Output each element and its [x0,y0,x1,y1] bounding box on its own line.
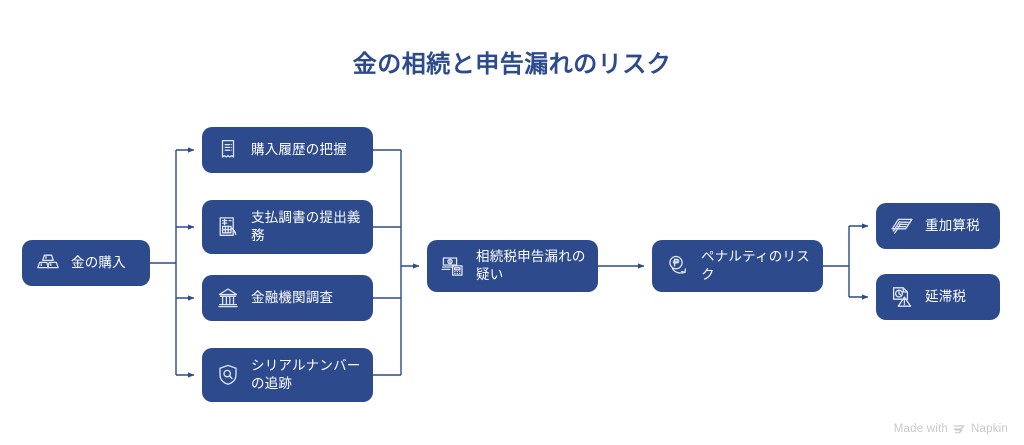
document-stack-icon [889,213,915,239]
receipt-icon [215,137,241,163]
node-financial-institution[interactable]: 金融機関調査 [202,275,373,321]
node-payment-record[interactable]: 支払調書の提出義務 [202,200,373,254]
document-clock-warning-icon [889,284,915,310]
node-penalty-risk[interactable]: ペナルティのリスク [652,240,823,292]
node-tax-suspicion[interactable]: 相続税申告漏れの疑い [427,240,598,292]
node-label: 金融機関調査 [251,290,334,306]
node-gold-purchase[interactable]: 金の購入 [22,240,150,286]
node-label: 金の購入 [71,255,126,271]
node-label: 相続税申告漏れの疑い [476,249,586,282]
watermark-brand: Napkin [971,423,1008,435]
node-label: 重加算税 [925,218,980,234]
penalty-decline-icon [665,253,691,279]
node-label: ペナルティのリスク [701,249,810,282]
node-label: 購入履歴の把握 [251,142,347,158]
node-delinquent-tax[interactable]: 延滞税 [876,274,1000,320]
calculator-money-icon [440,253,466,279]
bank-icon [215,285,241,311]
gold-bars-icon [35,250,61,276]
watermark-prefix: Made with [893,423,948,435]
node-purchase-history[interactable]: 購入履歴の把握 [202,127,373,173]
node-label: 支払調書の提出義務 [251,210,361,243]
napkin-logo-icon [953,424,966,435]
node-label: 延滞税 [925,289,967,305]
shield-search-icon [215,362,241,388]
node-serial-tracking[interactable]: シリアルナンバーの追跡 [202,348,373,402]
node-heavy-tax[interactable]: 重加算税 [876,203,1000,249]
payment-record-icon [215,214,241,240]
watermark: Made with Napkin [894,423,1008,435]
node-label: シリアルナンバーの追跡 [251,358,361,391]
page-title: 金の相続と申告漏れのリスク [352,51,672,78]
